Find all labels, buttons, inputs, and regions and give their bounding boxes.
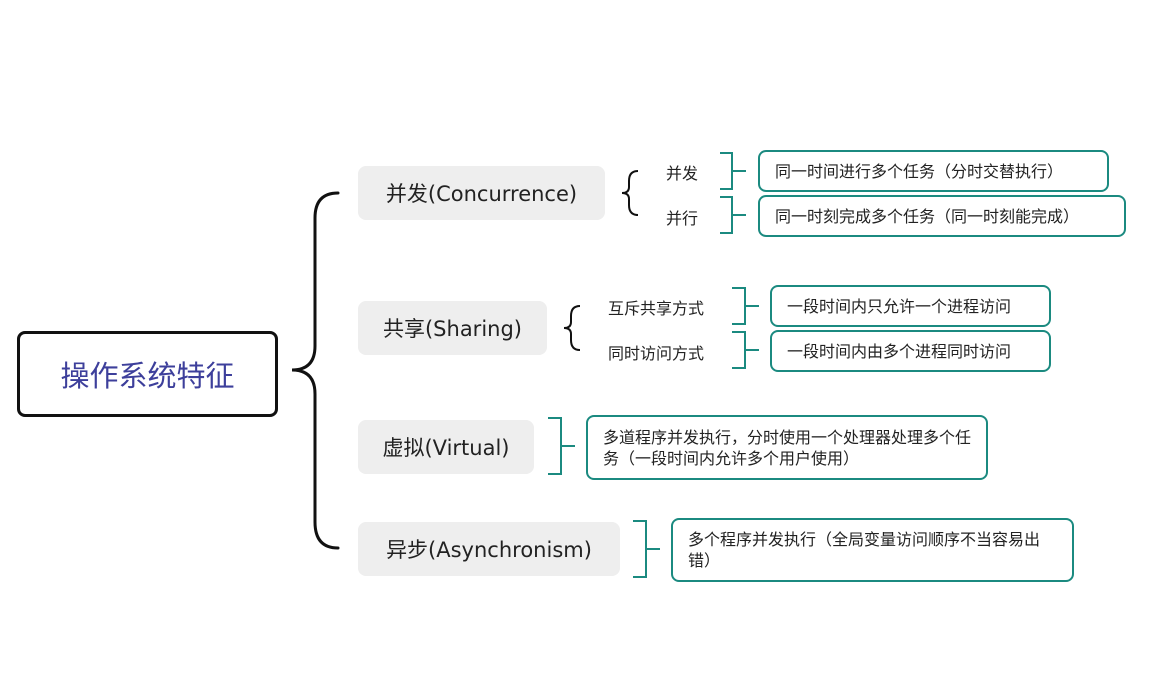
leaf-concurrent-detail: 同一时间进行多个任务（分时交替执行） — [758, 150, 1109, 192]
sub-label-parallel: 并行 — [666, 209, 699, 228]
branch-virtual: 虚拟(Virtual) — [358, 420, 534, 474]
leaf-parallel-detail: 同一时刻完成多个任务（同一时刻能完成） — [758, 195, 1126, 237]
bracket-mutex — [732, 287, 759, 325]
sub-label-concurrent: 并发 — [666, 164, 699, 183]
leaf-async-detail: 多个程序并发执行（全局变量访问顺序不当容易出错） — [671, 518, 1074, 582]
sub-label-mutex-share: 互斥共享方式 — [608, 299, 705, 318]
sub-label-simultaneous-access: 同时访问方式 — [608, 344, 705, 363]
bracket-parallel — [720, 196, 746, 234]
bracket-simul — [732, 331, 759, 369]
sharing-brace — [563, 305, 581, 351]
leaf-simultaneous-detail: 一段时间内由多个进程同时访问 — [770, 330, 1051, 372]
leaf-virtual-detail: 多道程序并发执行，分时使用一个处理器处理多个任务（一段时间内允许多个用户使用） — [586, 415, 988, 480]
branch-asynchronism: 异步(Asynchronism) — [358, 522, 620, 576]
root-brace — [291, 191, 340, 550]
root-node: 操作系统特征 — [17, 331, 278, 417]
branch-concurrence: 并发(Concurrence) — [358, 166, 605, 220]
leaf-mutex-detail: 一段时间内只允许一个进程访问 — [770, 285, 1051, 327]
branch-sharing: 共享(Sharing) — [358, 301, 547, 355]
bracket-parallel-concurrent — [720, 152, 746, 190]
concurrence-brace — [621, 170, 639, 216]
bracket-virtual — [548, 417, 575, 475]
bracket-async — [633, 520, 660, 578]
